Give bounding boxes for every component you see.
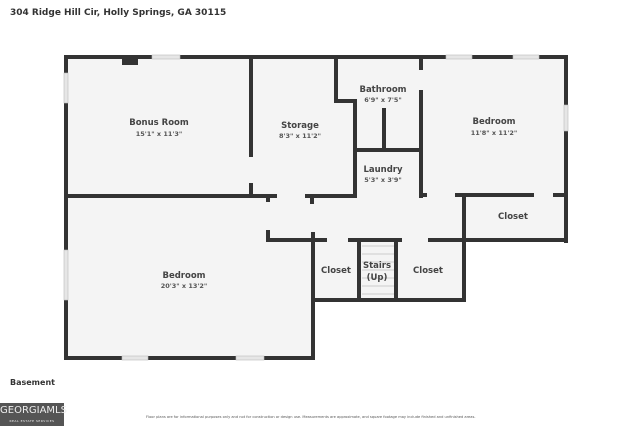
room-name: Bathroom — [359, 85, 406, 95]
room-dims: 8'3" x 11'2" — [279, 132, 321, 140]
floor-fill — [66, 57, 566, 358]
room-sub: (Up) — [367, 273, 388, 283]
floor-label: Basement — [10, 378, 55, 387]
room-dims: 5'3" x 3'9" — [364, 176, 402, 184]
logo-tagline: REAL ESTATE SERVICES — [9, 419, 55, 423]
room-name: Closet — [413, 266, 443, 276]
room-dims: 15'1" x 11'3" — [136, 130, 183, 138]
room-dims: 6'9" x 7'5" — [364, 96, 402, 104]
room-name: Laundry — [363, 165, 403, 175]
windows — [63, 54, 569, 361]
property-address: 304 Ridge Hill Cir, Holly Springs, GA 30… — [10, 8, 227, 18]
room-name: Closet — [498, 212, 528, 222]
room-name: Storage — [281, 121, 319, 131]
room-name: Closet — [321, 266, 351, 276]
logo-text: GEORGIAMLS — [0, 405, 67, 416]
room-dims: 20'3" x 13'2" — [161, 282, 208, 290]
disclaimer: Floor plans are for informational purpos… — [146, 415, 476, 419]
room-name: Bedroom — [472, 117, 515, 127]
fireplace-icon — [122, 57, 138, 65]
stairs — [362, 245, 394, 295]
room-name: Stairs — [363, 261, 391, 271]
room-dims: 11'8" x 11'2" — [471, 129, 518, 137]
room-name: Bonus Room — [129, 118, 189, 128]
georgia-mls-logo: GEORGIAMLS REAL ESTATE SERVICES — [0, 403, 67, 426]
room-name: Bedroom — [162, 271, 205, 281]
walls — [64, 55, 568, 360]
